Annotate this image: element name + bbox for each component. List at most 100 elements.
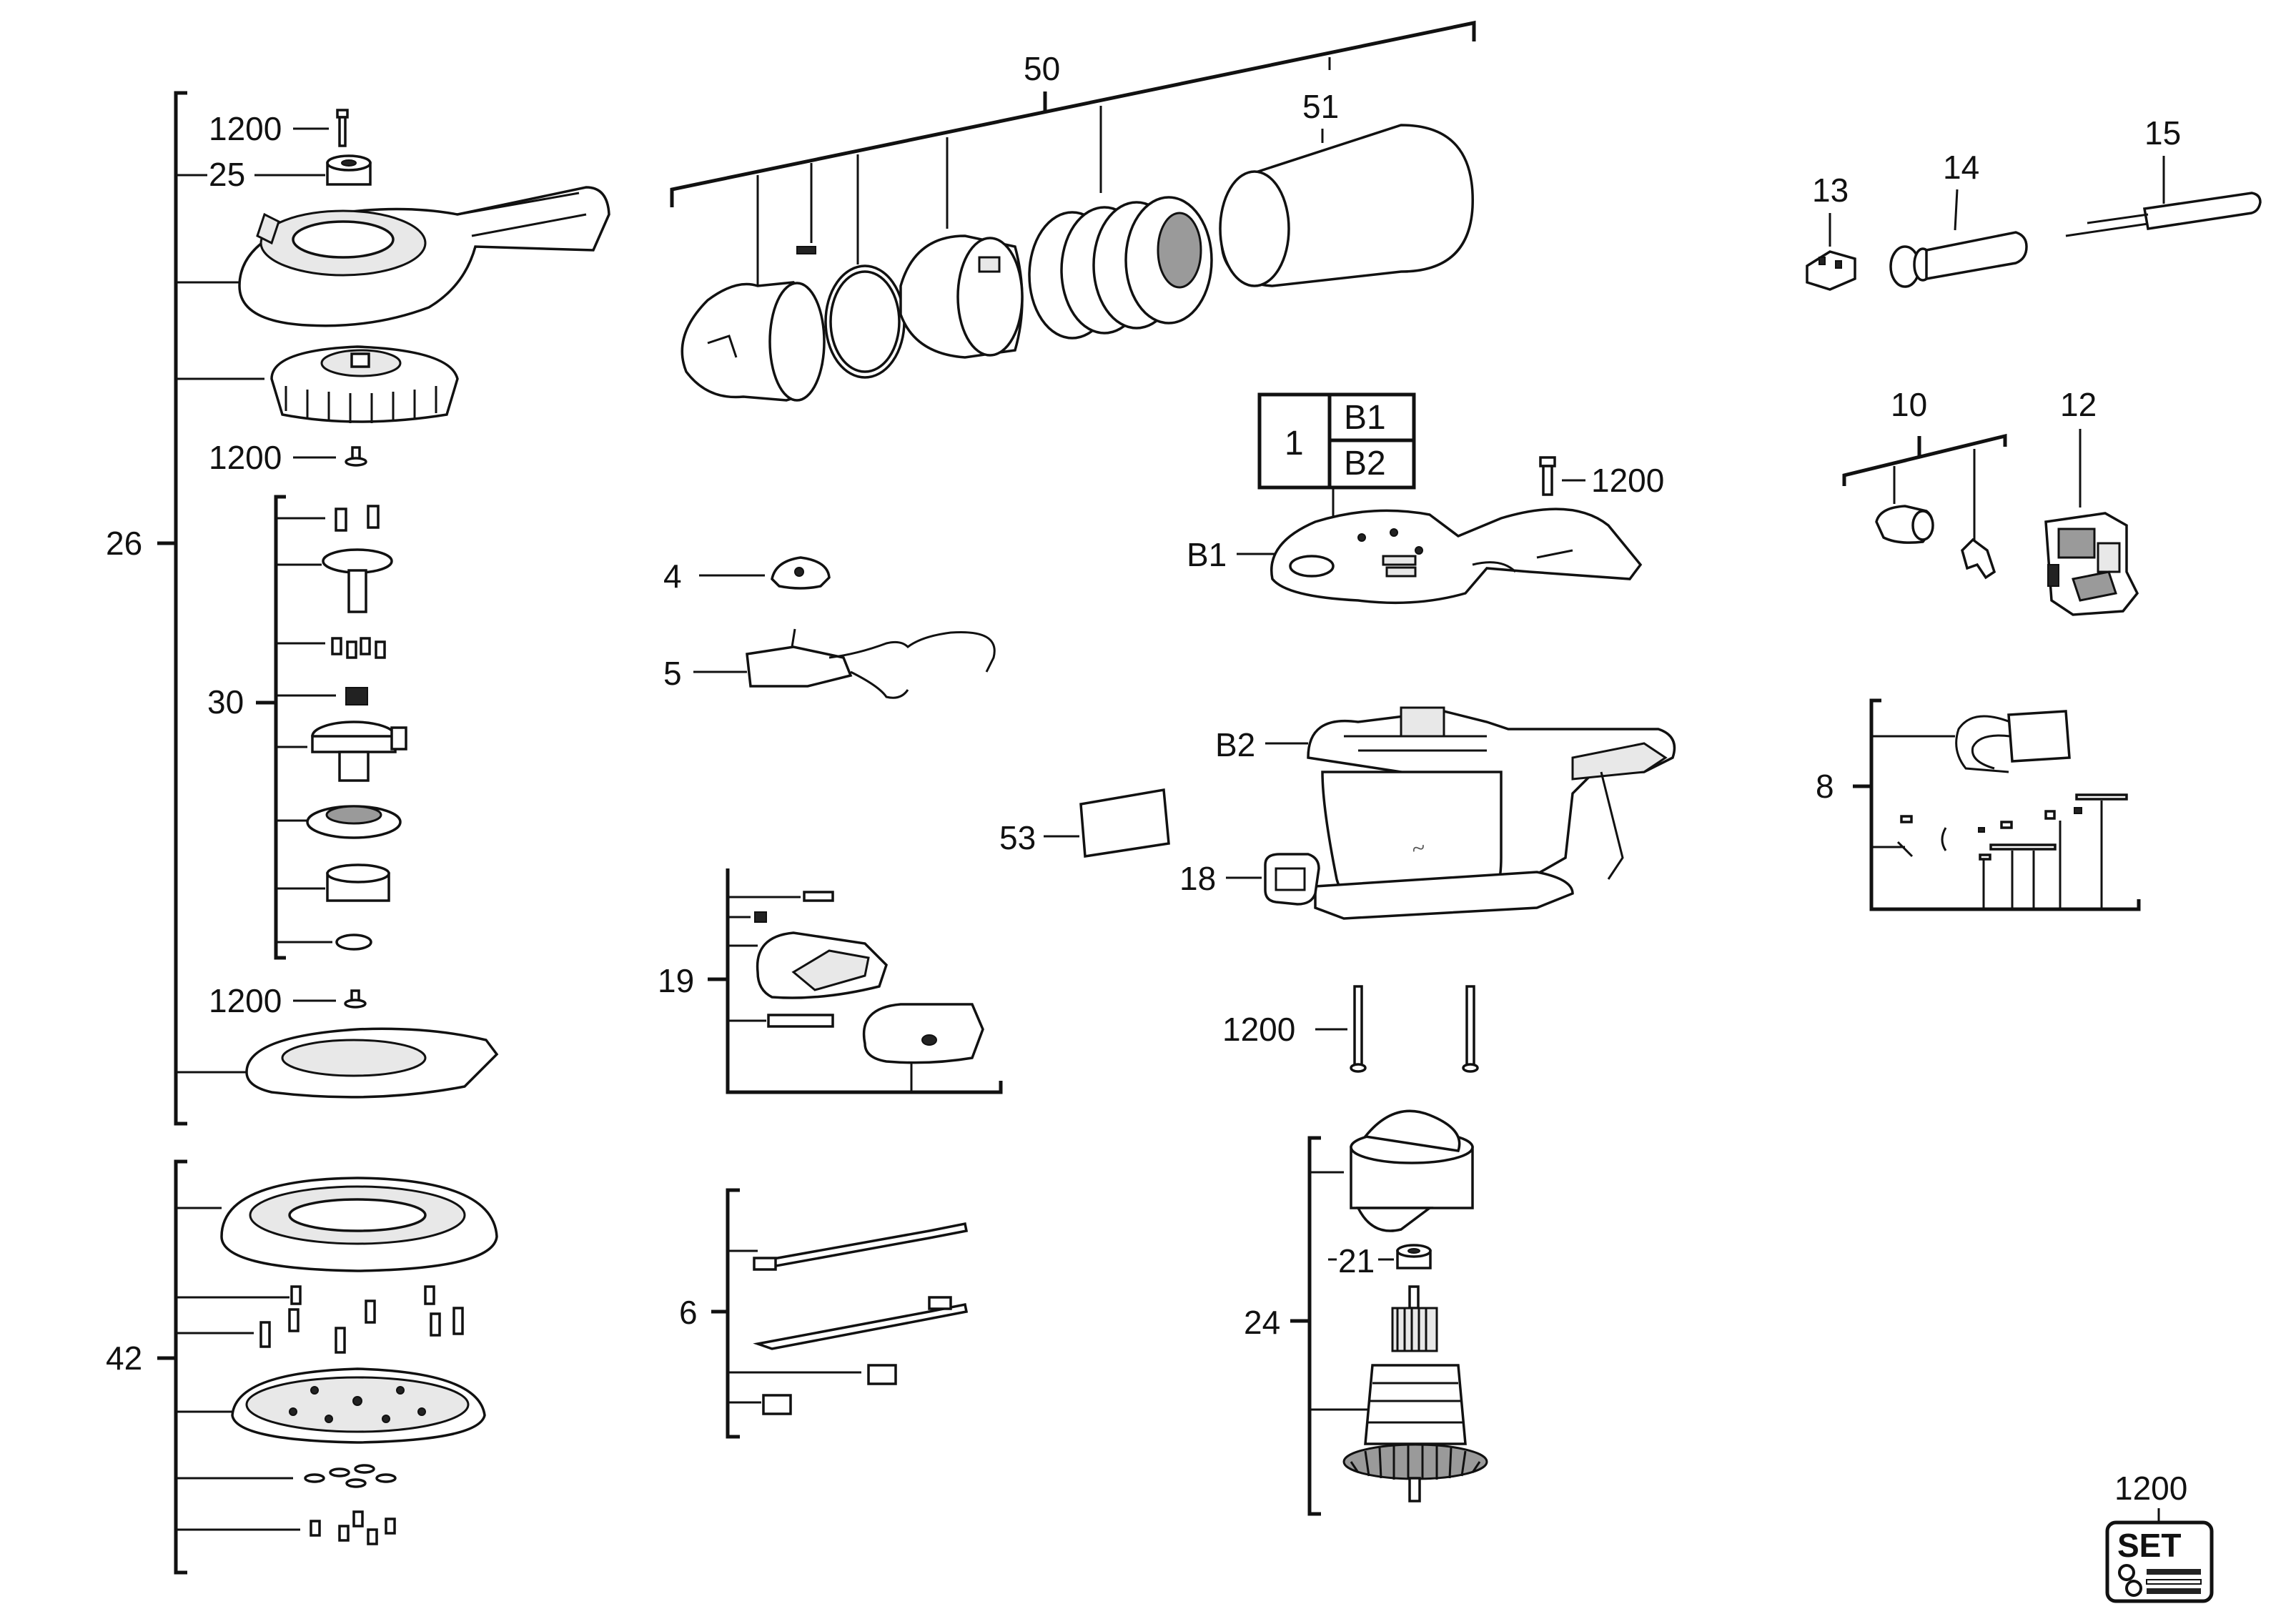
label-1200-fan-screw: 1200 xyxy=(209,439,282,476)
label-5: 5 xyxy=(663,655,682,692)
dust-port-adapter-part xyxy=(681,281,826,402)
bearing-ring-part xyxy=(326,863,390,902)
fan-baffle-part xyxy=(1350,1109,1474,1232)
backing-pad-part xyxy=(220,1177,498,1272)
set-kit-group: 1200 SET xyxy=(2105,1470,2214,1603)
bracket-26 xyxy=(174,91,187,1126)
bracket-30 xyxy=(274,495,286,960)
eccentric-spindle-part xyxy=(322,548,393,613)
label-24: 24 xyxy=(1244,1304,1280,1341)
switch-pin-part xyxy=(767,1014,834,1028)
brake-ring-part xyxy=(245,1027,499,1099)
pad-washers-part xyxy=(304,1464,397,1488)
label-42: 42 xyxy=(106,1340,142,1377)
bearing-small-part xyxy=(345,687,368,705)
cord-protector-part xyxy=(1889,231,2028,288)
cable-lead-1-part xyxy=(753,1222,969,1271)
switch-module-part xyxy=(2044,512,2139,616)
part-4-group: 4 xyxy=(663,556,831,595)
label-14: 14 xyxy=(1943,149,1979,186)
label-1200-set: 1200 xyxy=(2114,1470,2187,1507)
capacitor-part xyxy=(1955,710,2071,773)
housing-half-b1-part xyxy=(1270,508,1643,605)
group-10: 10 xyxy=(1842,386,2007,580)
seal-ring-canister-part xyxy=(824,264,906,379)
bearing-21-part xyxy=(1396,1244,1432,1269)
pad-screws-part xyxy=(259,1285,464,1354)
fan-part xyxy=(270,345,459,423)
connector-2-part xyxy=(762,1394,792,1415)
label-12: 12 xyxy=(2060,386,2097,423)
pad-bolts-part xyxy=(310,1510,396,1545)
label-b1-box: B1 xyxy=(1344,399,1386,437)
seal-ring-part xyxy=(306,805,402,839)
label-26: 26 xyxy=(106,525,142,562)
part-12-group: 12 xyxy=(2044,386,2139,616)
group-50-dust-canister: 50 51 xyxy=(670,20,1476,402)
small-hardware-part xyxy=(1896,793,2128,861)
armature-part xyxy=(1342,1285,1488,1502)
label-1200-bolts: 1200 xyxy=(1222,1011,1295,1048)
bracket-24 xyxy=(1307,1136,1321,1516)
washer-part xyxy=(326,154,372,186)
housing-cover-part xyxy=(238,186,610,327)
label-50: 50 xyxy=(1024,50,1060,87)
connector-1-part xyxy=(867,1364,897,1385)
label-8: 8 xyxy=(1816,768,1834,805)
pleated-filter-part xyxy=(1028,196,1213,340)
long-bolts-part xyxy=(1350,985,1479,1073)
set-kit-badge-text: SET xyxy=(2117,1527,2181,1564)
lever-bracket-part xyxy=(746,628,996,699)
set-kit-icon: SET xyxy=(2105,1520,2214,1603)
power-cord-part xyxy=(2065,192,2262,237)
canister-cylinder-part xyxy=(1219,124,1474,287)
knob-part xyxy=(771,556,831,590)
bracket-50 xyxy=(670,20,1476,207)
screw-set-part xyxy=(331,637,386,659)
switch-cap-part xyxy=(862,1003,984,1064)
group-6: 6 xyxy=(679,1188,969,1439)
o-ring-part xyxy=(335,934,372,951)
label-b2-box: B2 xyxy=(1344,445,1386,482)
filter-frame-part xyxy=(899,234,1024,359)
bracket-8 xyxy=(1869,698,2141,911)
label-b2: B2 xyxy=(1215,726,1255,763)
switch-knob-part xyxy=(1875,505,1934,544)
group-8: 8 xyxy=(1816,698,2141,911)
group-19: 19 xyxy=(658,868,1003,1094)
label-18: 18 xyxy=(1179,860,1216,897)
parts-13-14-15: 13 14 15 xyxy=(1806,114,2262,291)
label-10: 10 xyxy=(1891,386,1927,423)
housing-screw-part xyxy=(1539,456,1556,496)
label-13: 13 xyxy=(1812,172,1849,209)
label-25: 25 xyxy=(209,156,245,193)
bearing-housing-part xyxy=(311,721,407,782)
label-1200-pad-screw: 1200 xyxy=(209,982,282,1019)
switch-housing-part xyxy=(756,931,889,999)
housing-half-b2-part: ~ xyxy=(1307,706,1676,920)
label-15: 15 xyxy=(2144,114,2181,152)
bracket-6 xyxy=(726,1188,740,1439)
sanding-pad-part xyxy=(231,1367,486,1444)
part-53-group: 53 xyxy=(999,788,1170,858)
label-b1: B1 xyxy=(1187,536,1227,573)
pad-screw-part xyxy=(344,989,367,1009)
housing-1-group: 1 B1 B2 1200 B1 B2 xyxy=(1179,392,1676,1073)
nameplate-part xyxy=(1079,788,1170,858)
label-21: 21 xyxy=(1338,1242,1375,1279)
label-4: 4 xyxy=(663,558,682,595)
terminal-block-part xyxy=(1806,250,1856,291)
label-51: 51 xyxy=(1302,88,1339,125)
clip-screw-part xyxy=(796,246,816,254)
bracket-10 xyxy=(1842,433,2007,486)
label-1200-housing-screw: 1200 xyxy=(1591,462,1664,499)
label-6: 6 xyxy=(679,1294,698,1331)
spindle-screws-part xyxy=(335,505,380,532)
small-screw-part xyxy=(345,446,367,467)
label-19: 19 xyxy=(658,962,694,999)
group-24: 24 21 xyxy=(1244,1109,1488,1516)
part-5-group: 5 xyxy=(663,628,996,699)
label-1200-top-screw: 1200 xyxy=(209,110,282,147)
cable-lead-2-part xyxy=(753,1296,969,1350)
